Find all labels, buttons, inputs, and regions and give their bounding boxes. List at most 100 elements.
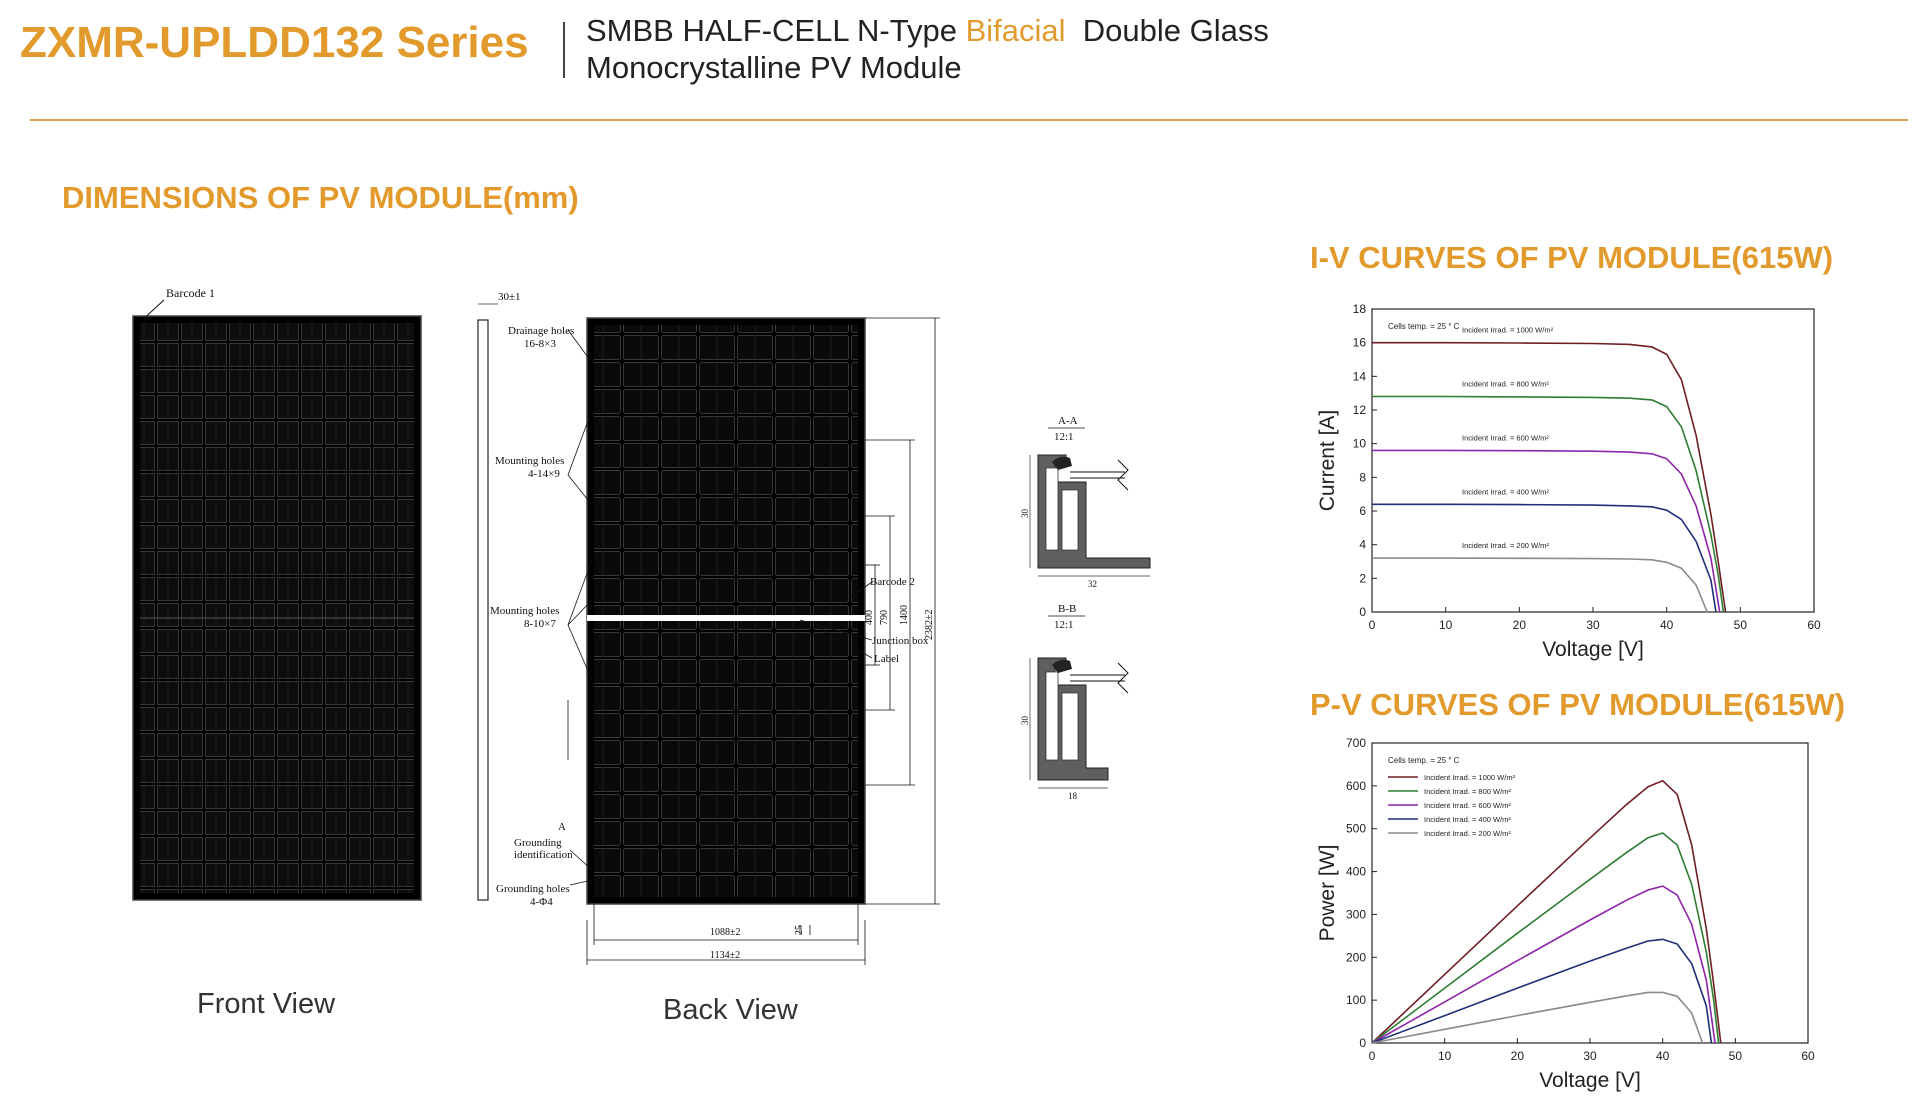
x-tick-label: 50 xyxy=(1734,618,1748,632)
y-tick-label: 100 xyxy=(1346,993,1366,1007)
front-view-label: Front View xyxy=(197,988,336,1020)
x-tick-label: 60 xyxy=(1801,1049,1815,1063)
header-subtitle: SMBB HALF-CELL N-Type Bifacial Double Gl… xyxy=(586,12,1269,86)
front-view-drawing: Barcode 1 xyxy=(132,286,422,901)
legend-label-4: Incident Irrad. = 400 W/m² xyxy=(1424,815,1511,824)
x-tick-label: 40 xyxy=(1656,1049,1670,1063)
y-tick-label: 8 xyxy=(1359,470,1366,484)
series-line-1 xyxy=(1372,341,1727,613)
side-profile xyxy=(477,319,489,901)
subtitle-post: Double Glass xyxy=(1065,13,1269,48)
y-axis-label: Power [W] xyxy=(1316,845,1339,942)
header-rule xyxy=(30,119,1908,121)
section-aa-title: A-A xyxy=(1058,415,1078,427)
x-tick-label: 0 xyxy=(1369,618,1376,632)
barcode-2-label: Barcode 2 xyxy=(870,576,915,588)
y-tick-label: 600 xyxy=(1346,779,1366,793)
series-line-1 xyxy=(1371,779,1722,1044)
y-tick-label: 16 xyxy=(1353,336,1367,350)
junction-box-label: Junction box xyxy=(872,635,929,647)
grounding-holes-label: Grounding holes xyxy=(496,883,570,895)
legend-temp: Cells temp. = 25 ° C xyxy=(1388,756,1460,765)
series-line-4 xyxy=(1372,503,1717,613)
junction-strip xyxy=(587,615,865,621)
plot-frame xyxy=(1371,742,1809,1044)
header-separator xyxy=(563,22,565,78)
y-tick-label: 200 xyxy=(1346,950,1366,964)
mounting-holes-label-1: Mounting holes xyxy=(495,455,564,467)
series-label-1: Incident Irrad. = 1000 W/m² xyxy=(1462,326,1554,335)
legend-label-5: Incident Irrad. = 200 W/m² xyxy=(1424,829,1511,838)
y-tick-label: 2 xyxy=(1359,571,1366,585)
y-tick-label: 6 xyxy=(1359,504,1366,518)
y-tick-label: 18 xyxy=(1353,302,1367,316)
barcode-1-label: Barcode 1 xyxy=(166,286,215,300)
grounding-identification-label-2: identification xyxy=(514,849,573,861)
legend-label-3: Incident Irrad. = 600 W/m² xyxy=(1424,801,1511,810)
dim-790: 790 xyxy=(879,610,890,625)
back-view-drawing: 30±1 Drainage holes 16-8×3 Mounting hole… xyxy=(477,291,940,965)
series-line-3 xyxy=(1372,449,1721,613)
x-tick-label: 40 xyxy=(1660,618,1674,632)
drainage-holes-spec: 16-8×3 xyxy=(524,338,556,350)
section-mark-a: A xyxy=(558,821,566,833)
x-tick-label: 60 xyxy=(1807,618,1821,632)
section-title-iv-curves: I-V CURVES OF PV MODULE(615W) xyxy=(1310,240,1834,275)
x-tick-label: 10 xyxy=(1438,1049,1452,1063)
series-line-4 xyxy=(1371,938,1713,1044)
subtitle-line-2: Monocrystalline PV Module xyxy=(586,50,962,85)
series-label-5: Incident Irrad. = 200 W/m² xyxy=(1462,541,1549,550)
x-axis-label: Voltage [V] xyxy=(1542,638,1644,661)
dim-1400: 1400 xyxy=(899,605,910,625)
y-tick-label: 14 xyxy=(1353,369,1367,383)
series-label-4: Incident Irrad. = 400 W/m² xyxy=(1462,487,1549,496)
section-aa-scale: 12:1 xyxy=(1054,431,1074,443)
x-tick-label: 30 xyxy=(1583,1049,1597,1063)
grounding-identification-label-1: Grounding xyxy=(514,837,562,849)
series-line-5 xyxy=(1371,991,1704,1044)
x-tick-label: 30 xyxy=(1586,618,1600,632)
section-title-pv-curves: P-V CURVES OF PV MODULE(615W) xyxy=(1310,687,1846,722)
dim-400: 400 xyxy=(864,610,875,625)
subtitle-accent: Bifacial xyxy=(965,13,1066,48)
section-title-dimensions: DIMENSIONS OF PV MODULE(mm) xyxy=(62,180,579,215)
back-view-label: Back View xyxy=(663,994,798,1026)
label-label: Label xyxy=(874,653,899,665)
section-bb-height: 30 xyxy=(1020,716,1030,726)
dim-height: 2382±2 xyxy=(924,610,935,641)
section-aa-profile xyxy=(1037,454,1151,569)
legend-temp: Cells temp. = 25 ° C xyxy=(1388,322,1460,331)
y-tick-label: 700 xyxy=(1346,736,1366,750)
legend-label-2: Incident Irrad. = 800 W/m² xyxy=(1424,787,1511,796)
back-cell-grid xyxy=(594,325,858,897)
x-axis-label: Voltage [V] xyxy=(1539,1069,1641,1092)
section-details: A-A 12:1 30 32 B-B 12:1 30 18 xyxy=(1020,415,1151,800)
section-aa-height: 30 xyxy=(1020,509,1030,519)
y-tick-label: 10 xyxy=(1353,437,1367,451)
series-line-5 xyxy=(1372,557,1708,613)
section-bb-profile xyxy=(1037,657,1129,781)
series-line-3 xyxy=(1371,885,1716,1044)
series-line-2 xyxy=(1371,832,1720,1044)
x-tick-label: 0 xyxy=(1369,1049,1376,1063)
series-line-2 xyxy=(1372,395,1725,613)
series-label-2: Incident Irrad. = 800 W/m² xyxy=(1462,380,1549,389)
mounting-holes-spec-2: 8-10×7 xyxy=(524,618,556,630)
grounding-holes-spec: 4-Φ4 xyxy=(530,896,553,908)
section-bb-title: B-B xyxy=(1058,603,1076,615)
x-tick-label: 50 xyxy=(1729,1049,1743,1063)
mounting-holes-label-2: Mounting holes xyxy=(490,605,559,617)
frame-thickness-dim: 30±1 xyxy=(498,291,521,303)
dim-25: 25 xyxy=(794,925,805,935)
subtitle-line-1: SMBB HALF-CELL N-Type Bifacial Double Gl… xyxy=(586,12,1269,49)
drainage-holes-label: Drainage holes xyxy=(508,325,574,337)
y-tick-label: 12 xyxy=(1353,403,1367,417)
section-aa-width: 32 xyxy=(1088,579,1097,589)
series-label-3: Incident Irrad. = 600 W/m² xyxy=(1462,433,1549,442)
subtitle-pre: SMBB HALF-CELL N-Type xyxy=(586,13,966,48)
y-tick-label: 0 xyxy=(1359,605,1366,619)
series-title: ZXMR-UPLDD132 Series xyxy=(20,18,529,67)
dim-1134: 1134±2 xyxy=(710,950,740,961)
